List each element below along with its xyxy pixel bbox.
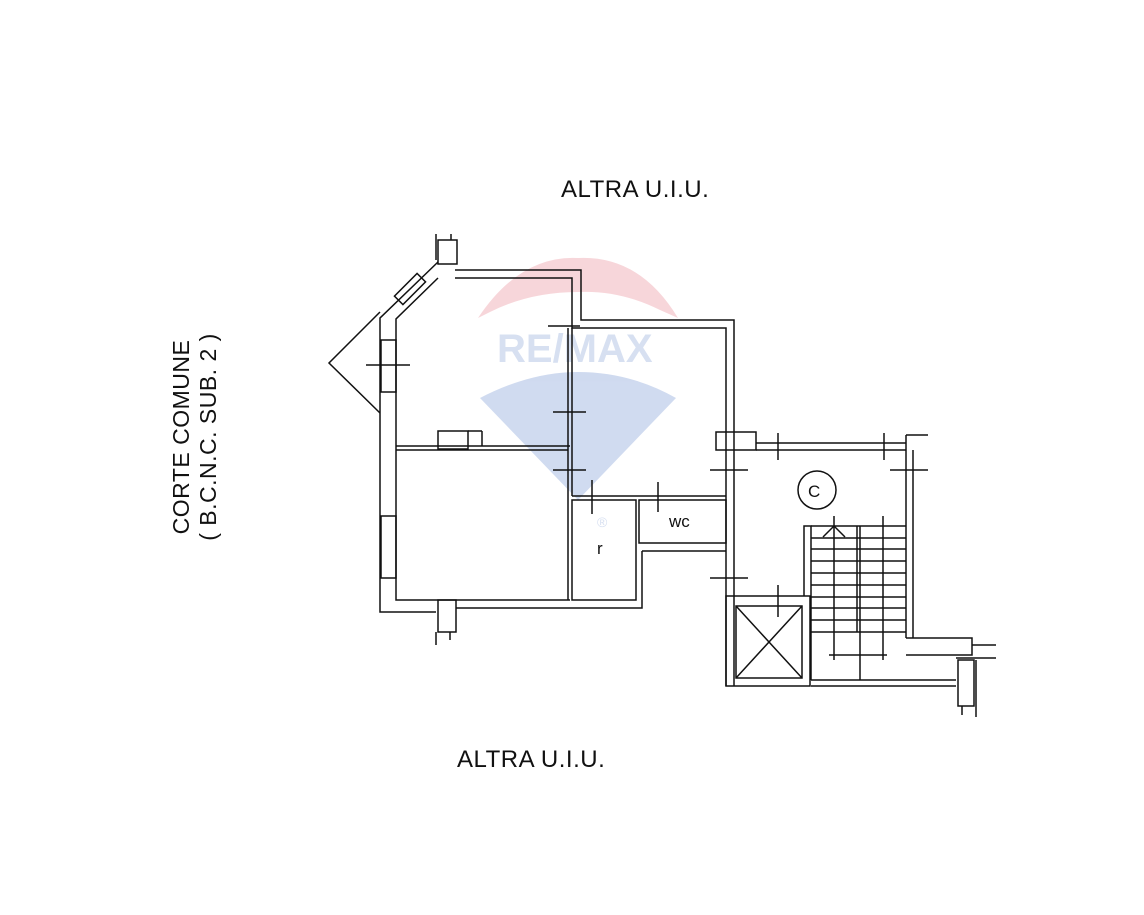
- stair-treads: [811, 537, 906, 633]
- common-area-marker: C: [808, 482, 820, 501]
- top-neighbor-label: ALTRA U.I.U.: [561, 176, 710, 203]
- walls: [327, 234, 996, 717]
- room-label-wc: wc: [668, 512, 690, 531]
- room-label-storage: r: [597, 539, 603, 558]
- watermark-registered: ®: [597, 514, 608, 530]
- bottom-neighbor-label: ALTRA U.I.U.: [457, 746, 606, 773]
- watermark-text: RE/MAX: [497, 327, 653, 371]
- remax-watermark: RE/MAX ®: [478, 257, 678, 530]
